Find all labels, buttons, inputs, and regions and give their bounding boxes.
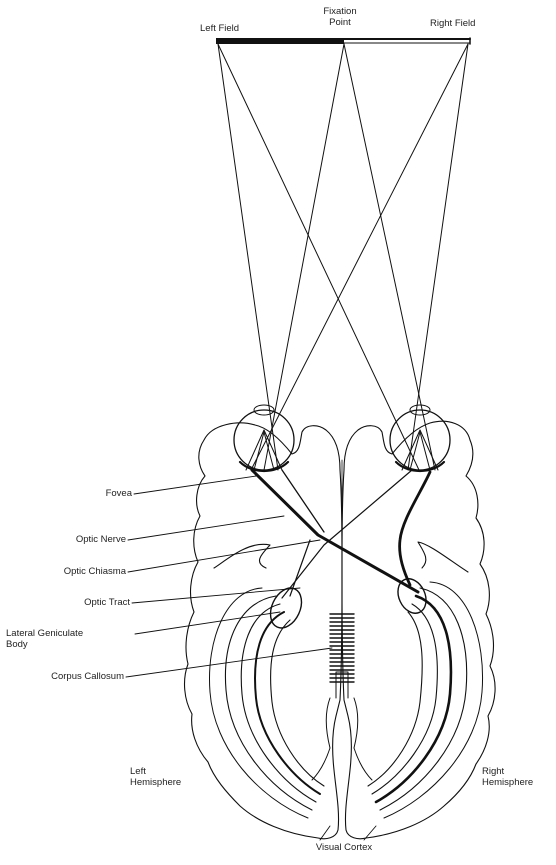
fixation-line-2: Point: [310, 17, 370, 28]
brainstem-outline: [312, 672, 372, 780]
left-field-bar: [216, 38, 344, 44]
right-hemisphere-label: Right Hemisphere: [482, 766, 533, 788]
left-hemi-line-2: Hemisphere: [130, 777, 181, 788]
left-eye: [234, 405, 294, 471]
leader-optic-nerve: [128, 516, 284, 540]
left-hemisphere-label: Left Hemisphere: [130, 766, 181, 788]
leader-optic-chiasma: [128, 540, 320, 572]
optic-chiasma-label: Optic Chiasma: [20, 566, 126, 577]
leader-corpus-callosum: [126, 648, 332, 677]
fixation-point-label: Fixation Point: [310, 6, 370, 28]
left-hemi-line-1: Left: [130, 766, 181, 777]
fixation-line-1: Fixation: [310, 6, 370, 17]
corpus-callosum-label: Corpus Callosum: [10, 671, 124, 682]
optic-nerve-label: Optic Nerve: [20, 534, 126, 545]
right-temporal-fold: [418, 542, 468, 572]
projection-lines: [218, 44, 468, 470]
lateral-geniculate-label: Lateral Geniculate Body: [6, 628, 83, 650]
leader-fovea: [134, 476, 256, 494]
left-optic-radiations: [209, 588, 324, 818]
right-hemi-line-2: Hemisphere: [482, 777, 533, 788]
right-hemi-line-1: Right: [482, 766, 533, 777]
leader-lgb: [135, 612, 280, 634]
right-eye: [390, 405, 450, 471]
right-hemisphere-outline: [342, 421, 495, 838]
optic-tract-label: Optic Tract: [20, 597, 130, 608]
right-field-label: Right Field: [430, 18, 475, 29]
visual-cortex-label: Visual Cortex: [302, 842, 386, 853]
lgb-line-1: Lateral Geniculate: [6, 628, 83, 639]
lgb-line-2: Body: [6, 639, 83, 650]
visual-field-bar: [216, 38, 470, 44]
fovea-label: Fovea: [40, 488, 132, 499]
left-hemisphere-outline: [185, 423, 342, 839]
leader-optic-tract: [132, 588, 300, 603]
left-field-label: Left Field: [200, 23, 239, 34]
